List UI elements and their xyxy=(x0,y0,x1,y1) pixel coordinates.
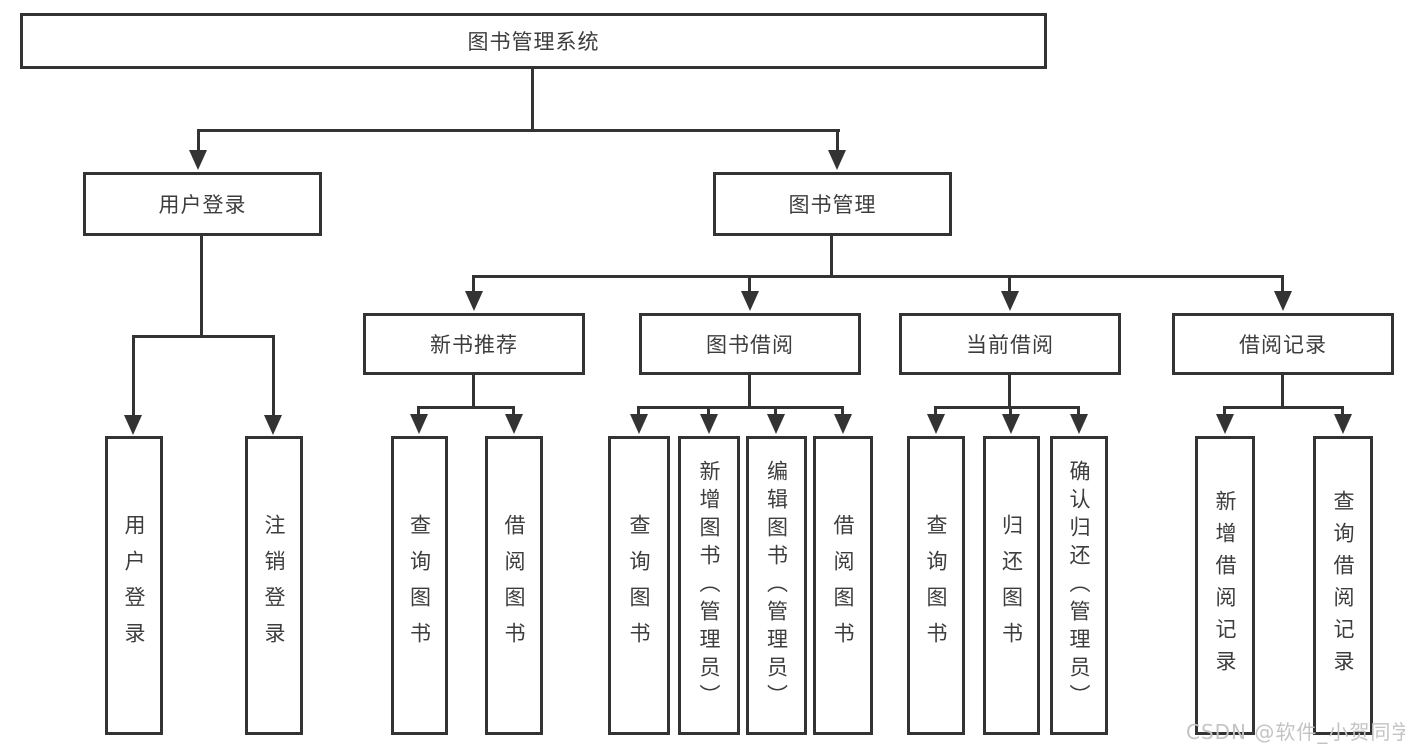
connector-line xyxy=(200,234,203,338)
leaf-record-add-label: 新增借阅记录 xyxy=(1213,489,1237,682)
node-root-label: 图书管理系统 xyxy=(467,30,600,54)
leaf-newbook-borrow-label: 借阅图书 xyxy=(502,513,526,658)
connector-line xyxy=(637,406,640,416)
connector-line xyxy=(512,406,515,416)
node-borrow-record-label: 借阅记录 xyxy=(1239,333,1327,357)
node-new-book: 新书推荐 xyxy=(363,313,585,375)
connector-line xyxy=(1224,406,1344,409)
leaf-newbook-borrow: 借阅图书 xyxy=(485,436,543,735)
connector-line xyxy=(836,129,839,152)
connector-line xyxy=(1008,373,1011,407)
leaf-borrow-edit-label: 编辑图书（管理员） xyxy=(764,459,789,712)
node-book-borrow-label: 图书借阅 xyxy=(706,333,794,357)
leaf-newbook-query-label: 查询图书 xyxy=(407,513,432,658)
arrowhead xyxy=(1001,291,1019,311)
connector-line xyxy=(935,406,1080,409)
arrowhead xyxy=(1334,414,1352,434)
leaf-logout: 注销登录 xyxy=(245,436,303,735)
connector-line xyxy=(830,234,833,278)
arrowhead xyxy=(1002,414,1020,434)
connector-line xyxy=(417,406,420,416)
node-user-login: 用户登录 xyxy=(83,172,322,236)
leaf-current-return-label: 归还图书 xyxy=(999,513,1024,658)
leaf-borrow-add-label: 新增图书（管理员） xyxy=(697,459,721,712)
connector-line xyxy=(748,373,751,407)
connector-line xyxy=(638,406,844,409)
connector-line xyxy=(472,275,475,293)
arrowhead xyxy=(189,150,207,170)
node-current-borrow-label: 当前借阅 xyxy=(966,333,1054,357)
leaf-record-add: 新增借阅记录 xyxy=(1195,436,1255,735)
connector-line xyxy=(132,335,135,417)
arrowhead xyxy=(1216,414,1234,434)
node-borrow-record: 借阅记录 xyxy=(1172,313,1394,375)
connector-line xyxy=(1008,275,1011,293)
leaf-borrow-edit: 编辑图书（管理员） xyxy=(746,436,807,735)
connector-line xyxy=(748,275,751,293)
arrowhead xyxy=(1274,291,1292,311)
connector-line xyxy=(707,406,710,416)
connector-line xyxy=(1077,406,1080,416)
connector-line xyxy=(774,406,777,416)
connector-line xyxy=(133,335,275,338)
arrowhead xyxy=(630,414,648,434)
watermark: CSDN @软件_小贺同学 xyxy=(1186,720,1405,744)
arrowhead xyxy=(927,414,945,434)
connector-line xyxy=(1281,275,1284,293)
node-root: 图书管理系统 xyxy=(20,13,1047,69)
leaf-current-query: 查询图书 xyxy=(907,436,965,735)
leaf-record-query: 查询借阅记录 xyxy=(1313,436,1373,735)
arrowhead xyxy=(465,291,483,311)
leaf-current-return: 归还图书 xyxy=(983,436,1040,735)
leaf-borrow-borrow: 借阅图书 xyxy=(813,436,873,735)
leaf-borrow-query: 查询图书 xyxy=(608,436,670,735)
connector-line xyxy=(198,129,840,132)
arrowhead xyxy=(1070,414,1088,434)
node-book-mgmt: 图书管理 xyxy=(713,172,952,236)
leaf-borrow-query-label: 查询图书 xyxy=(627,513,651,658)
connector-line xyxy=(934,406,937,416)
connector-line xyxy=(272,335,275,417)
connector-line xyxy=(1341,406,1344,416)
leaf-borrow-add: 新增图书（管理员） xyxy=(678,436,740,735)
connector-line xyxy=(472,373,475,407)
arrowhead xyxy=(505,414,523,434)
arrowhead xyxy=(767,414,785,434)
arrowhead xyxy=(828,150,846,170)
connector-line xyxy=(197,129,200,152)
leaf-newbook-query: 查询图书 xyxy=(391,436,448,735)
connector-line xyxy=(841,406,844,416)
leaf-user-login-label: 用户登录 xyxy=(122,513,146,658)
connector-line xyxy=(418,406,515,409)
leaf-user-login: 用户登录 xyxy=(105,436,163,735)
arrowhead xyxy=(410,414,428,434)
arrowhead xyxy=(700,414,718,434)
connector-line xyxy=(473,275,1284,278)
leaf-current-confirm-label: 确认归还（管理员） xyxy=(1067,459,1091,712)
node-current-borrow: 当前借阅 xyxy=(899,313,1121,375)
arrowhead xyxy=(264,415,282,435)
arrowhead xyxy=(834,414,852,434)
leaf-current-confirm: 确认归还（管理员） xyxy=(1050,436,1108,735)
connector-line xyxy=(531,67,534,130)
arrowhead xyxy=(124,415,142,435)
connector-line xyxy=(1009,406,1012,416)
node-user-login-label: 用户登录 xyxy=(158,193,247,217)
node-new-book-label: 新书推荐 xyxy=(430,333,518,357)
connector-line xyxy=(1281,373,1284,407)
leaf-borrow-borrow-label: 借阅图书 xyxy=(831,513,855,658)
leaf-record-query-label: 查询借阅记录 xyxy=(1331,489,1355,682)
node-book-mgmt-label: 图书管理 xyxy=(788,193,877,217)
connector-line xyxy=(1223,406,1226,416)
arrowhead xyxy=(741,291,759,311)
node-book-borrow: 图书借阅 xyxy=(639,313,861,375)
leaf-current-query-label: 查询图书 xyxy=(924,513,948,658)
leaf-logout-label: 注销登录 xyxy=(262,513,286,658)
